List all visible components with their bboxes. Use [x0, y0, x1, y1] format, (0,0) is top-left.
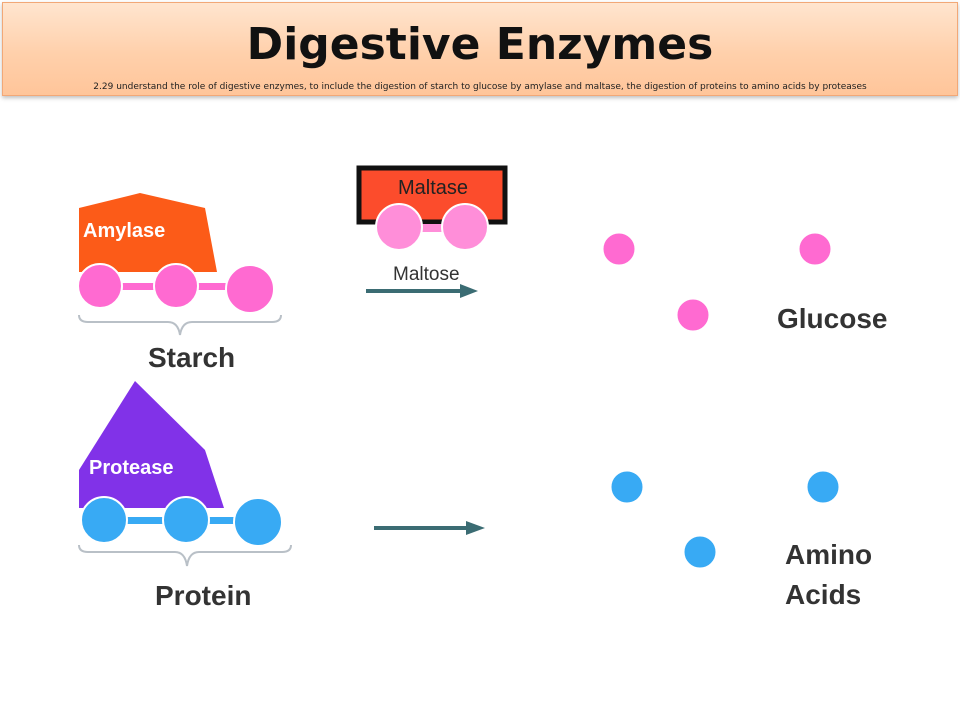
- page-subtitle: 2.29 understand the role of digestive en…: [93, 82, 867, 92]
- starch-glucose-unit: [225, 264, 275, 314]
- amylase-enzyme-shape: [79, 193, 217, 272]
- protein-amino-unit: [80, 496, 128, 544]
- maltase-label: Maltase: [398, 177, 468, 199]
- starch-brace: [78, 314, 282, 336]
- amino-acid-molecule: [683, 535, 717, 569]
- amino-acid-molecule: [806, 470, 840, 504]
- amino-acid-products-group: Amino Acids: [610, 470, 872, 610]
- starch-glucose-unit: [77, 263, 123, 309]
- amino-acid-molecule: [610, 470, 644, 504]
- protease-enzyme-shape: [79, 381, 224, 508]
- amylase-label: Amylase: [83, 220, 165, 242]
- glucose-products-group: Glucose: [602, 232, 887, 334]
- protease-protein-group: Protease Protein: [78, 381, 485, 611]
- protein-brace: [78, 544, 292, 567]
- maltose-glucose-unit: [441, 203, 489, 251]
- protein-arrow-head: [466, 521, 485, 535]
- glucose-molecule: [602, 232, 636, 266]
- maltose-label: Maltose: [393, 264, 460, 285]
- glucose-molecule: [798, 232, 832, 266]
- glucose-molecule: [676, 298, 710, 332]
- protein-amino-unit: [233, 497, 283, 547]
- protein-amino-unit: [162, 496, 210, 544]
- glucose-label: Glucose: [777, 303, 887, 334]
- amino-acids-label-line2: Acids: [785, 579, 861, 610]
- maltose-bond: [399, 224, 465, 232]
- page-title: Digestive Enzymes: [246, 19, 714, 70]
- amylase-starch-group: Amylase Starch: [77, 193, 282, 373]
- amino-acids-label-line1: Amino: [785, 539, 872, 570]
- protein-label: Protein: [155, 580, 251, 611]
- starch-label: Starch: [148, 342, 235, 373]
- maltose-glucose-unit: [375, 203, 423, 251]
- title-banner: Digestive Enzymes 2.29 understand the ro…: [2, 2, 958, 96]
- starch-arrow-head: [460, 284, 478, 298]
- protease-label: Protease: [89, 457, 174, 479]
- maltase-maltose-group: Maltase Maltose: [356, 165, 508, 298]
- starch-glucose-unit: [153, 263, 199, 309]
